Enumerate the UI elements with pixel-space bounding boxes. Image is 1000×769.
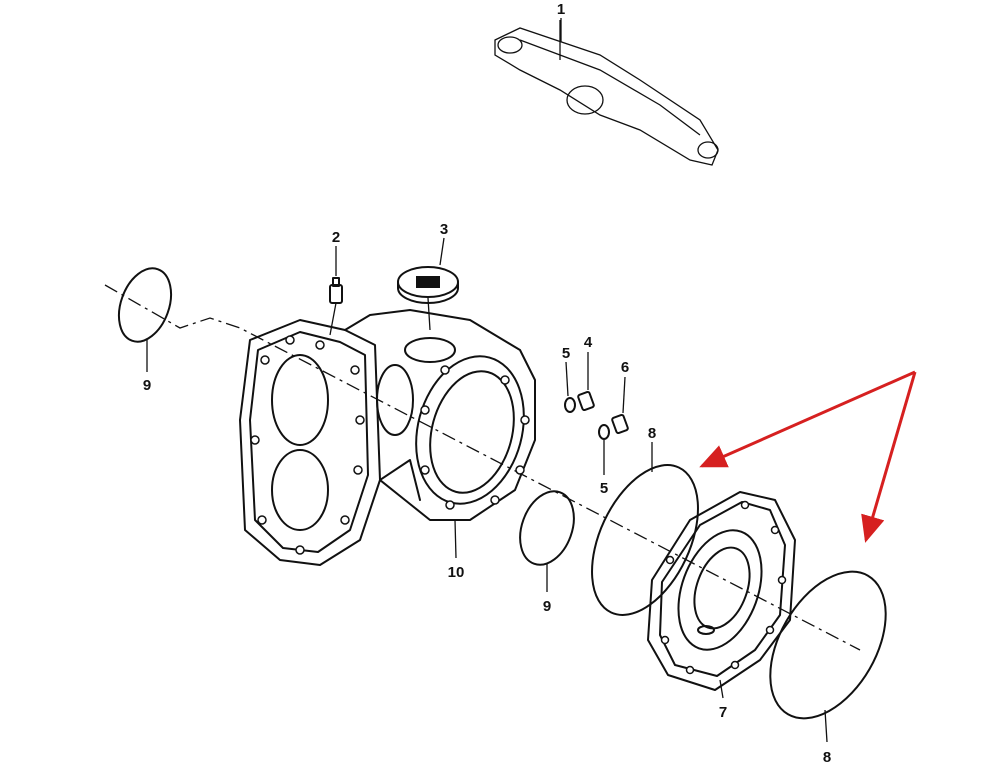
leader-line xyxy=(565,361,569,397)
plug-upper-drawing xyxy=(564,390,595,413)
red-arrows xyxy=(699,370,917,543)
callout-5-upper: 5 xyxy=(562,345,570,362)
axle-assembly-drawing xyxy=(494,20,719,166)
callout-1: 1 xyxy=(557,1,565,18)
gasket-outer xyxy=(769,570,887,720)
callout-5-lower: 5 xyxy=(600,480,608,497)
leader-line xyxy=(454,519,457,559)
centerline xyxy=(104,284,861,651)
callout-8-inner: 8 xyxy=(648,425,656,442)
arrow-to-outer-gasket xyxy=(861,371,917,543)
leader-line xyxy=(719,679,724,699)
callout-9-center: 9 xyxy=(543,598,551,615)
callout-4: 4 xyxy=(584,334,593,351)
cover-drawing xyxy=(647,491,796,691)
callout-3: 3 xyxy=(440,221,448,238)
callout-7: 7 xyxy=(719,704,727,721)
callout-8-outer: 8 xyxy=(823,749,831,766)
callout-10: 10 xyxy=(448,564,465,581)
leader-line xyxy=(622,376,626,414)
leader-line xyxy=(439,237,445,266)
callout-9-left: 9 xyxy=(143,377,151,394)
leader-line xyxy=(824,709,828,743)
o-ring-left xyxy=(117,267,173,343)
o-ring-center xyxy=(519,490,575,566)
gasket-inner xyxy=(591,464,699,616)
plug-lower-drawing xyxy=(598,413,629,440)
callout-2: 2 xyxy=(332,229,340,246)
housing-drawing xyxy=(239,309,536,566)
callout-6: 6 xyxy=(621,359,629,376)
plug-cap-drawing xyxy=(397,266,459,331)
breather-drawing xyxy=(329,277,343,336)
arrow-to-inner-gasket xyxy=(699,370,916,468)
